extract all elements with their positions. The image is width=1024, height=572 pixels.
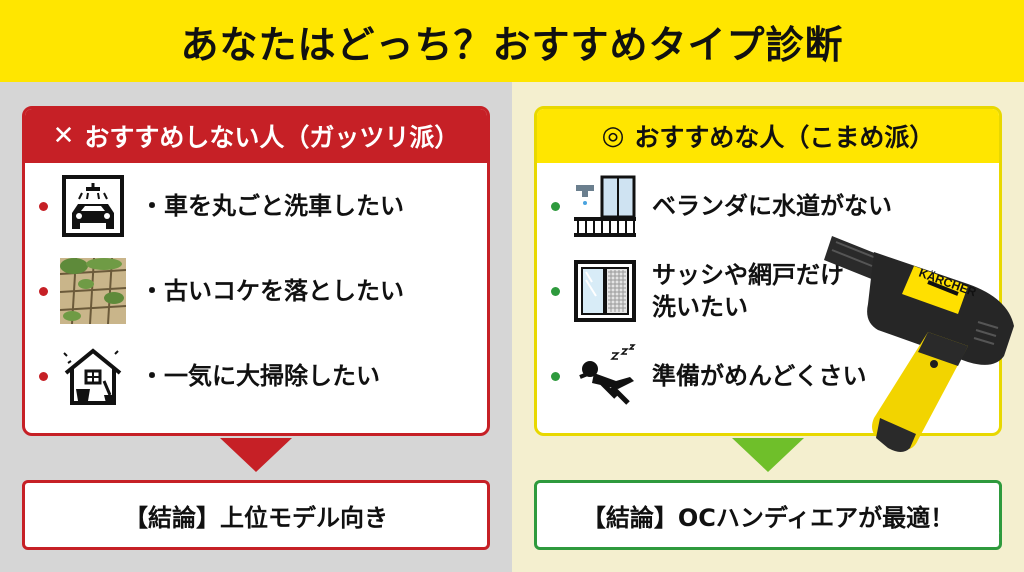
handheld-pressure-washer-icon: KÄRCHER	[818, 222, 1024, 462]
item-text: サッシや網戸だけ洗いたい	[652, 261, 844, 321]
not-recommended-header: ✕ おすすめしない人（ガッツリ派）	[25, 109, 487, 163]
header-banner: あなたはどっち？おすすめタイプ診断	[0, 0, 1024, 82]
item-text: ・古いコケを落としたい	[140, 277, 404, 305]
bullet-dot	[551, 371, 560, 381]
recommended-header: ◎ おすすめな人（こまめ派）	[537, 109, 999, 163]
list-item: ・一気に大掃除したい	[39, 341, 380, 411]
list-item: ・古いコケを落としたい	[39, 256, 404, 326]
item-text: ・一気に大掃除したい	[140, 362, 380, 390]
car-wash-icon	[60, 173, 126, 239]
down-arrow-icon	[220, 438, 292, 472]
sparkle-icon	[978, 522, 1000, 544]
list-item: サッシや網戸だけ洗いたい	[551, 256, 862, 326]
list-item: ベランダに水道がない	[551, 171, 892, 241]
bullet-dot	[551, 286, 560, 296]
double-circle-icon: ◎	[601, 121, 625, 151]
bullet-dot	[39, 371, 48, 381]
house-cleaning-icon	[60, 343, 126, 409]
item-text: ベランダに水道がない	[652, 192, 892, 220]
window-sash-icon	[572, 258, 638, 324]
bullet-dot	[39, 286, 48, 296]
recommended-panel: ◎ おすすめな人（こまめ派） ベランダに水道がない	[534, 106, 1002, 436]
down-arrow-icon	[732, 438, 804, 472]
item-text: 準備がめんどくさい	[652, 362, 867, 390]
bullet-dot	[551, 201, 560, 211]
cross-mark-icon: ✕	[52, 121, 75, 151]
left-conclusion: 【結論】上位モデル向き	[22, 480, 490, 550]
bullet-dot	[39, 201, 48, 211]
page-title: あなたはどっち？おすすめタイプ診断	[180, 22, 844, 67]
list-item: 準備がめんどくさい	[551, 341, 867, 411]
not-recommended-title: おすすめしない人（ガッツリ派）	[84, 123, 460, 152]
mossy-tiles-icon	[60, 258, 126, 324]
recommended-title: おすすめな人（こまめ派）	[634, 123, 935, 152]
not-recommended-panel: ✕ おすすめしない人（ガッツリ派） ・車を丸ごと洗車したい	[22, 106, 490, 436]
lazy-person-icon	[572, 343, 638, 409]
right-conclusion: 【結論】OCハンディエアが最適！	[534, 480, 1002, 550]
balcony-faucet-icon	[572, 173, 638, 239]
item-text: ・車を丸ごと洗車したい	[140, 192, 404, 220]
list-item: ・車を丸ごと洗車したい	[39, 171, 404, 241]
